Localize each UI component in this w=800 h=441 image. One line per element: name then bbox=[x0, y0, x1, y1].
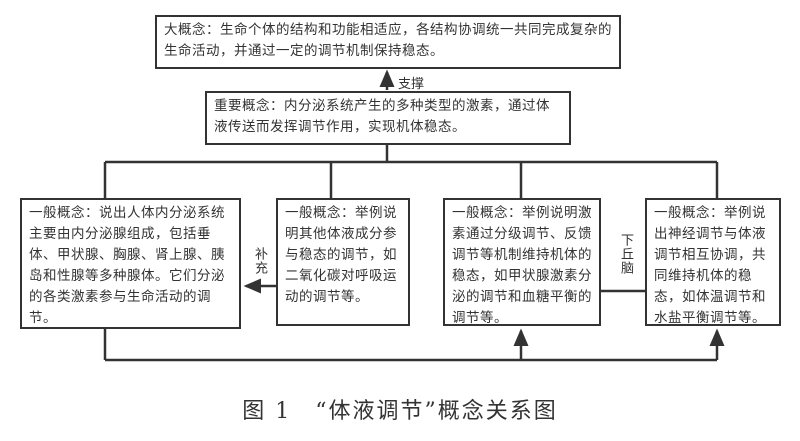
general-concept-box-2: 一般概念：举例说明其他体液成分参与稳态的调节，如二氧化碳对呼吸运动的调节等。 bbox=[276, 198, 410, 326]
general-concept-box-4: 一般概念：举例说出神经调节与体液调节相互协调，共同维持机体的稳态，如体温调节和水… bbox=[645, 198, 781, 326]
hypothalamus-label: 下丘脑 bbox=[618, 233, 633, 275]
general-concept-box-1: 一般概念：说出人体内分泌系统主要由内分泌腺组成，包括垂体、甲状腺、胸腺、肾上腺、… bbox=[20, 198, 241, 329]
supplement-label: 补充 bbox=[252, 247, 267, 275]
support-label: 支撑 bbox=[398, 77, 425, 92]
big-concept-box: 大概念：生命个体的结构和功能相适应，各结构协调统一共同完成复杂的生命活动，并通过… bbox=[155, 15, 621, 69]
figure-caption: 图 1 “体液调节”概念关系图 bbox=[242, 399, 558, 424]
important-concept-box: 重要概念：内分泌系统产生的多种类型的激素，通过体液传送而发挥调节作用，实现机体稳… bbox=[205, 91, 571, 145]
general-concept-box-3: 一般概念：举例说明激素通过分级调节、反馈调节等机制维持机体的稳态，如甲状腺激素分… bbox=[443, 198, 601, 326]
